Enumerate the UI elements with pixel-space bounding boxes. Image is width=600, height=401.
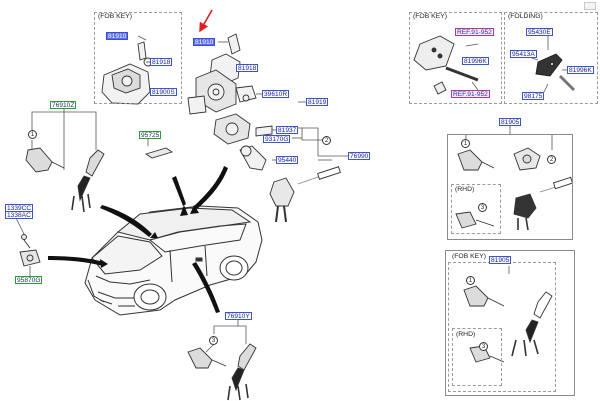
caption-fob-key-left: (FOB KEY) (98, 13, 132, 20)
part-1338ac[interactable]: 1338AC (5, 211, 33, 219)
part-76910z[interactable]: 76910Z (50, 101, 77, 109)
callout-3-rhd-bottom: 3 (479, 342, 488, 351)
door-lock-set-2 (463, 285, 553, 363)
fob-key-frame-left (94, 12, 182, 104)
part-95725[interactable]: 95725 (139, 131, 162, 139)
caption-folding: (FOLDING) (508, 13, 543, 20)
part-93170g[interactable]: 93170G (263, 135, 291, 143)
reference-91-952-top[interactable]: REF.91-952 (455, 28, 494, 36)
part-95413a[interactable]: 95413A (510, 50, 537, 58)
leader-lines (15, 30, 568, 353)
callout-1-right-bottom: 1 (466, 276, 475, 285)
callout-1-right-top: 1 (461, 139, 470, 148)
reference-91-952-bottom[interactable]: REF.91-952 (451, 90, 490, 98)
part-81905-bottom[interactable]: 81905 (489, 256, 512, 264)
lock-cylinder-assembly (187, 33, 295, 171)
pointer-wedges (48, 166, 228, 313)
part-81910-fob[interactable]: 81910 (106, 32, 129, 40)
small-antenna-part (144, 147, 174, 159)
part-81937[interactable]: 81937 (276, 126, 299, 134)
part-39610r[interactable]: 39610R (262, 90, 290, 98)
part-76910y[interactable]: 76910Y (225, 312, 252, 320)
callout-2-right-top: 2 (547, 155, 556, 164)
tailgate-handle-group (187, 343, 257, 401)
vehicle-illustration (84, 205, 263, 316)
part-81996k-fob[interactable]: 81996K (462, 57, 489, 65)
part-81919[interactable]: 81919 (306, 98, 329, 106)
expand-icon[interactable] (584, 2, 596, 10)
rhd-frame-top (451, 184, 501, 234)
part-81905-top[interactable]: 81905 (499, 118, 522, 126)
caption-rhd-top: (RHD) (455, 186, 475, 193)
lock-set-frame-bottom (445, 250, 575, 396)
callout-2-center: 2 (322, 136, 331, 145)
folding-key-illustration (269, 166, 341, 223)
callout-1-left: 1 (28, 130, 37, 139)
part-81900s[interactable]: 81900S (150, 88, 177, 96)
caption-fob-key-right: (FOB KEY) (413, 13, 447, 20)
part-81918-fob[interactable]: 81918 (150, 58, 173, 66)
part-95430e[interactable]: 95430E (526, 28, 553, 36)
fob-key-frame-right (409, 12, 502, 104)
handle-sensor-group (25, 147, 105, 213)
part-95440[interactable]: 95440 (276, 156, 299, 164)
caption-rhd-bottom: (RHD) (456, 331, 476, 338)
part-81910-highlighted[interactable]: 81910 (193, 38, 216, 46)
door-lock-set-1 (455, 147, 574, 231)
folding-remote-illustration (535, 53, 576, 92)
bolt-and-module (19, 234, 41, 267)
part-95870g[interactable]: 95870G (15, 276, 43, 284)
rhd-frame-bottom (452, 328, 502, 386)
part-76990[interactable]: 76990 (348, 152, 371, 160)
part-81918[interactable]: 81918 (236, 64, 259, 72)
red-arrow-icon (199, 9, 213, 33)
callout-3-bottom-left: 3 (209, 336, 218, 345)
caption-fob-key-bottom: (FOB KEY) (452, 253, 486, 260)
callout-3-rhd-top: 3 (478, 203, 487, 212)
folding-frame (504, 12, 598, 104)
lock-set-frame-top (447, 134, 573, 240)
smart-key-illustration (413, 35, 479, 95)
part-98175[interactable]: 98175 (522, 92, 545, 100)
part-81996k-folding[interactable]: 81996K (567, 66, 594, 74)
